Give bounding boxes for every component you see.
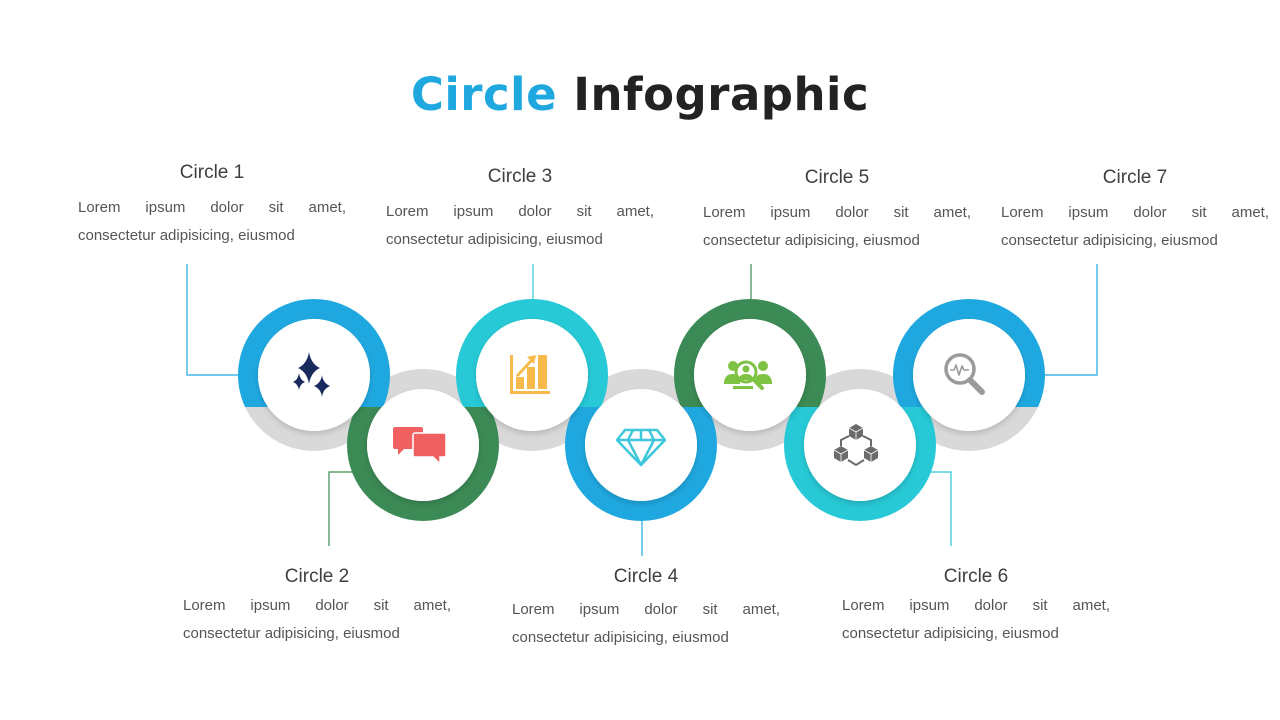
step-circle-6: Circle 6 Lorem ipsum dolor sit amet, con… [842, 566, 1110, 648]
colored-lower-rings [347, 407, 936, 521]
step-heading: Circle 3 [487, 166, 553, 187]
title-accent: Circle [410, 68, 558, 121]
step-circle-2: Circle 2 Lorem ipsum dolor sit amet, con… [183, 566, 451, 648]
step-heading: Circle 4 [613, 566, 679, 587]
ring-circle-7 [893, 299, 1045, 407]
step-description: Lorem ipsum dolor sit amet, consectetur … [842, 597, 1110, 642]
page-title: Circle Infographic [0, 68, 1280, 121]
blocks-network-icon [833, 424, 879, 467]
step-description: Lorem ipsum dolor sit amet, consectetur … [183, 597, 451, 642]
step-circle-4: Circle 4 Lorem ipsum dolor sit amet, con… [512, 566, 780, 652]
step-heading: Circle 7 [1102, 167, 1168, 188]
step-description: Lorem ipsum dolor sit amet, consectetur … [386, 203, 654, 248]
ring-circle-4 [565, 407, 717, 521]
connector-circle-1 [186, 264, 245, 376]
colored-upper-rings [238, 299, 1045, 407]
title-rest: Infographic [573, 68, 870, 121]
connector-circle-6 [930, 471, 952, 546]
step-heading: Circle 6 [943, 566, 1009, 587]
magnifier-pulse-icon [944, 353, 985, 395]
step-description: Lorem ipsum dolor sit amet, consectetur … [1001, 204, 1269, 249]
ring-circle-3 [456, 299, 608, 407]
step-circle-1: Circle 1 Lorem ipsum dolor sit amet, con… [78, 162, 346, 250]
step-circle-5: Circle 5 Lorem ipsum dolor sit amet, con… [703, 167, 971, 255]
step-circle-3: Circle 3 Lorem ipsum dolor sit amet, con… [386, 166, 654, 254]
bar-chart-growth-icon [510, 355, 550, 394]
ring-circle-2 [347, 407, 499, 521]
connector-circle-7 [1040, 264, 1098, 376]
step-heading: Circle 2 [284, 566, 350, 587]
connector-lines [186, 264, 1098, 556]
inner-discs [258, 319, 1025, 501]
step-description: Lorem ipsum dolor sit amet, consectetur … [703, 204, 971, 249]
connector-circle-2 [328, 471, 355, 546]
ring-circle-6 [784, 407, 936, 521]
sparkles-icon [293, 352, 330, 397]
step-circle-7: Circle 7 Lorem ipsum dolor sit amet, con… [1001, 167, 1269, 255]
step-heading: Circle 1 [179, 162, 245, 183]
ring-circle-5 [674, 299, 826, 407]
chat-bubbles-icon [393, 427, 447, 466]
step-heading: Circle 5 [804, 167, 870, 188]
step-description: Lorem ipsum dolor sit amet, consectetur … [78, 199, 346, 244]
grey-ring-segments [245, 369, 1038, 451]
ring-circle-1 [238, 299, 390, 407]
people-search-icon [724, 360, 772, 390]
diamond-icon [615, 428, 667, 467]
step-description: Lorem ipsum dolor sit amet, consectetur … [512, 601, 780, 646]
